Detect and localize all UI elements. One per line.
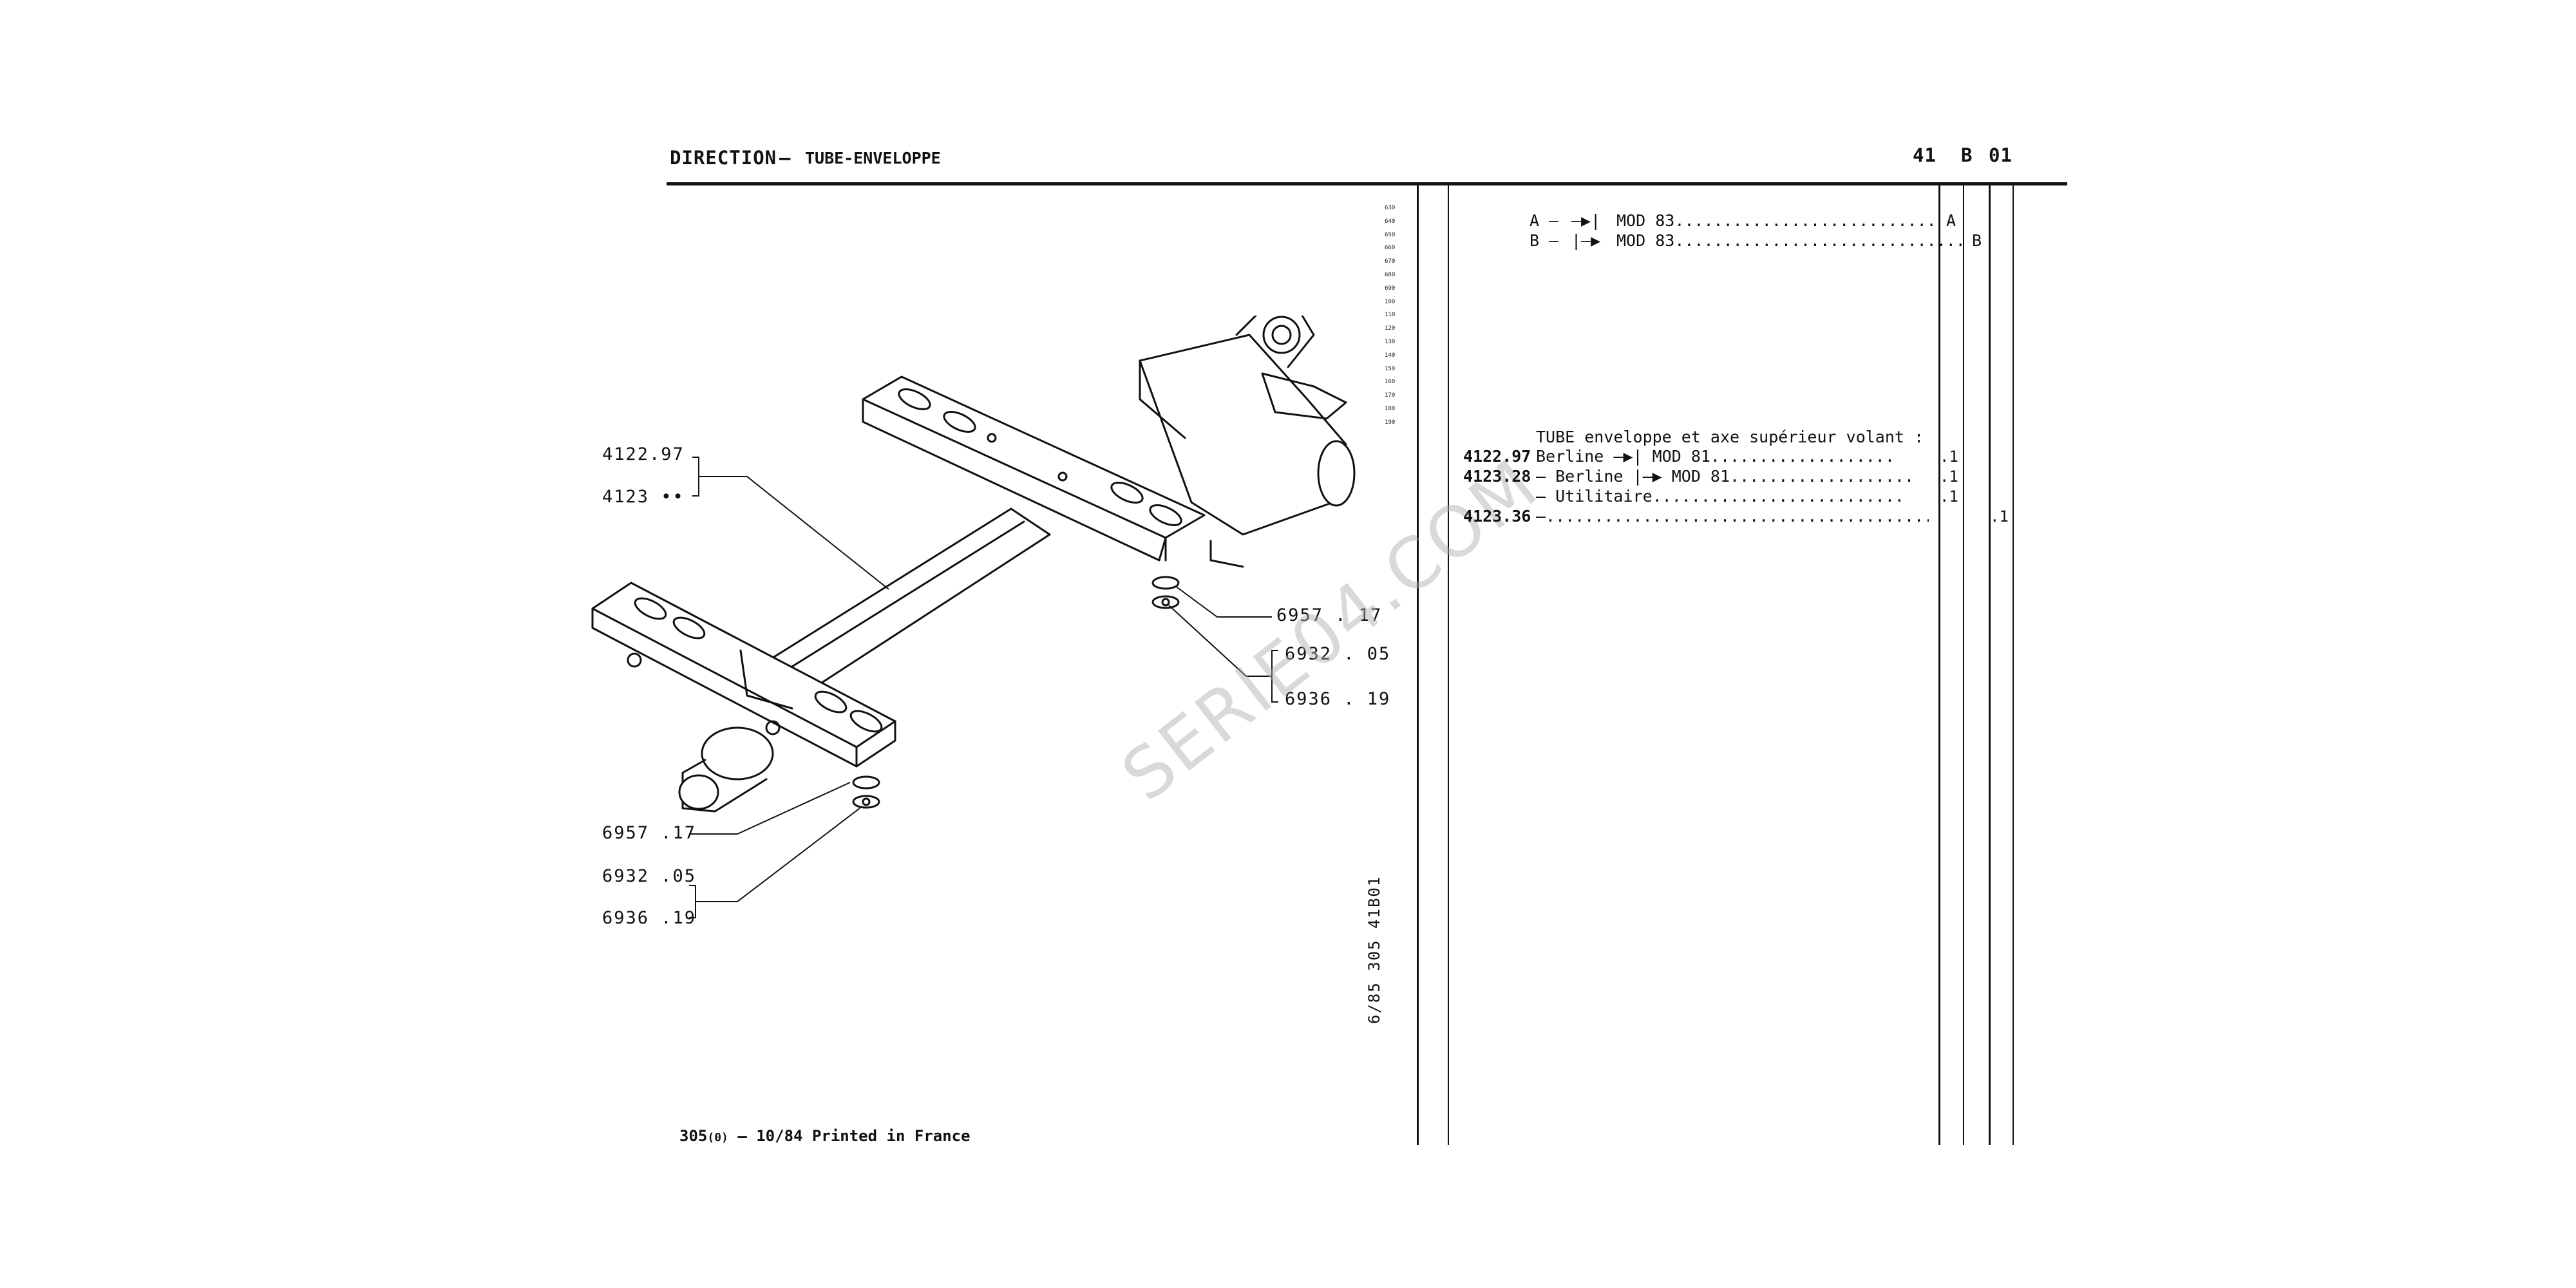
column-line xyxy=(1963,185,1964,1145)
variant-model: MOD 83................................ xyxy=(1616,211,1935,230)
page-code-group: 41 xyxy=(1913,144,1937,166)
part-code: 4122.97 xyxy=(1463,447,1531,466)
part-description: Berline —▶| MOD 81................... xyxy=(1536,447,1895,466)
header-rule xyxy=(667,182,2067,185)
column-line xyxy=(2012,185,2014,1145)
callout-label: 4123 •• xyxy=(602,487,685,507)
parts-heading: TUBE enveloppe et axe supérieur volant : xyxy=(1536,428,1924,446)
scale-tick: 140 xyxy=(1385,352,1396,359)
steering-column-drawing xyxy=(591,316,1356,918)
page-code-section: B xyxy=(1961,144,1973,166)
callout-label: 6957 .17 xyxy=(602,823,697,843)
callout-label: 4122.97 xyxy=(602,444,685,464)
scale-tick: 120 xyxy=(1385,325,1396,332)
qty-col-a: .1 xyxy=(1940,488,1958,506)
callout-label: 6936 . 19 xyxy=(1285,689,1391,709)
column-marker: A xyxy=(1946,211,1956,230)
scale-tick: 150 xyxy=(1385,365,1396,372)
reference-code: 6/85 305 41B01 xyxy=(1365,875,1383,1024)
scale-tick: 130 xyxy=(1385,338,1396,345)
scale-tick: 640 xyxy=(1385,218,1396,225)
scale-tick: 630 xyxy=(1385,205,1396,211)
arrow-icon: —▶| xyxy=(1571,211,1601,230)
callout-label: 6932 .05 xyxy=(602,866,697,886)
scale-ruler: 630 640 650 660 670 680 690 100 110 120 130 140 150 1… xyxy=(1385,202,1404,430)
variant-label: B – xyxy=(1530,231,1559,250)
scale-tick: 110 xyxy=(1385,312,1396,319)
qty-col-a: .1 xyxy=(1940,468,1958,486)
part-code: 4123.28 xyxy=(1463,467,1531,486)
footer: 305(0) – 10/84 Printed in France xyxy=(679,1127,971,1145)
section-subtitle: TUBE-ENVELOPPE xyxy=(805,149,941,167)
scale-tick: 650 xyxy=(1385,231,1396,238)
scale-tick: 660 xyxy=(1385,245,1396,252)
column-marker: B xyxy=(1972,231,1982,250)
callout-label: 6957 . 17 xyxy=(1276,605,1383,625)
scale-tick: 190 xyxy=(1385,419,1396,426)
scale-tick: 670 xyxy=(1385,258,1396,265)
part-description: – Utilitaire.......................... xyxy=(1536,487,1904,506)
part-description: – Berline |—▶ MOD 81................... xyxy=(1536,467,1914,486)
section-title: DIRECTION xyxy=(670,147,777,169)
divider-line xyxy=(1448,185,1449,1145)
scale-tick: 100 xyxy=(1385,298,1396,305)
title-dash: – xyxy=(779,147,791,169)
scale-tick: 170 xyxy=(1385,392,1396,399)
variant-model: MOD 83..................................… xyxy=(1616,231,1964,250)
divider-line xyxy=(1417,185,1419,1145)
scale-tick: 180 xyxy=(1385,405,1396,412)
callout-label: 6932 . 05 xyxy=(1285,644,1391,664)
page-code-number: 01 xyxy=(1989,144,2012,166)
callout-label: 6936 .19 xyxy=(602,908,697,928)
column-line xyxy=(1989,185,1991,1145)
column-line xyxy=(1938,185,1940,1145)
scale-tick: 690 xyxy=(1385,285,1396,292)
scale-tick: 160 xyxy=(1385,379,1396,386)
part-code: 4123.36 xyxy=(1463,507,1531,526)
qty-col-b: .1 xyxy=(1990,507,2009,526)
variant-label: A – xyxy=(1530,211,1559,230)
qty-col-a: .1 xyxy=(1940,448,1958,466)
arrow-icon: |—▶ xyxy=(1571,231,1601,250)
part-description: –.......................................… xyxy=(1536,507,1929,526)
scale-tick: 680 xyxy=(1385,271,1396,278)
